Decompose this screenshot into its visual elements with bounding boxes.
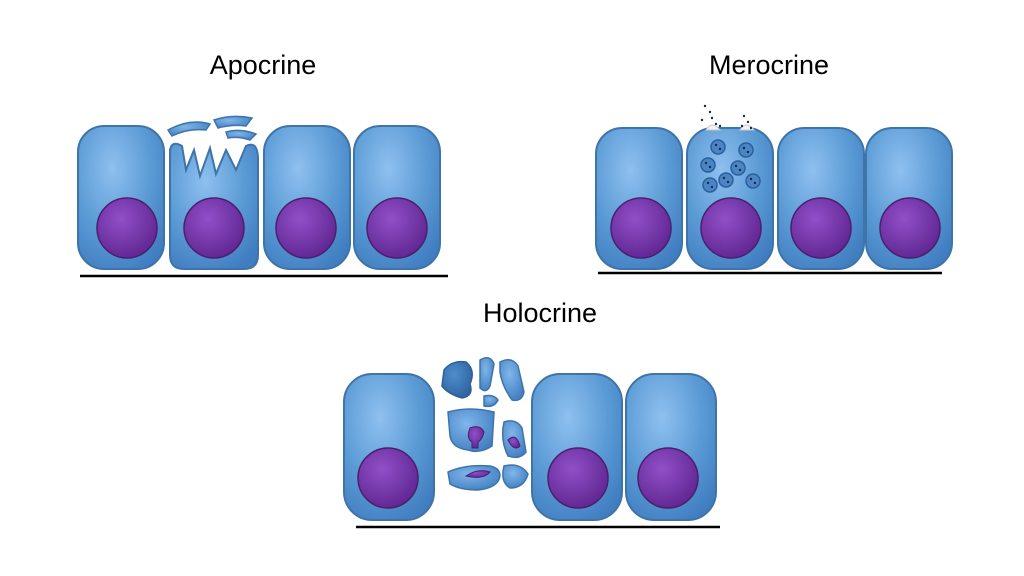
holocrine-nucleus-2 [547, 447, 609, 509]
holocrine-nucleus-3 [637, 447, 699, 509]
merocrine-nucleus-2 [700, 197, 762, 259]
holocrine-fragment-7 [447, 464, 501, 491]
holocrine-nucleus-1 [357, 447, 419, 509]
merocrine-exocytosis-1 [705, 124, 722, 131]
holocrine-nucleus-fragment-2 [507, 436, 521, 449]
apocrine-title: Apocrine [209, 50, 317, 80]
merocrine-vesicles [700, 139, 761, 193]
holocrine-fragment-8 [502, 464, 529, 489]
holocrine-title: Holocrine [482, 298, 598, 328]
holocrine-nucleus-fragment-1 [467, 426, 485, 449]
apocrine-nucleus-2 [183, 197, 245, 259]
merocrine-vesicle-dots [704, 143, 757, 189]
merocrine-nucleus-4 [879, 197, 941, 259]
holocrine-nucleus-fragment-3 [464, 470, 491, 478]
merocrine-title: Merocrine [708, 50, 830, 80]
apocrine-fragment-2 [212, 115, 254, 129]
apocrine-nucleus-4 [366, 197, 428, 259]
apocrine-nucleus-3 [275, 197, 337, 259]
apocrine-fragment-3 [225, 129, 258, 141]
merocrine-released-particles [700, 104, 753, 130]
apocrine-fragment-1 [166, 121, 212, 137]
holocrine-fragment-1 [441, 360, 473, 399]
apocrine-nucleus-1 [96, 197, 158, 259]
apocrine-group [77, 115, 448, 278]
holocrine-fragment-2 [479, 357, 495, 392]
holocrine-fragment-4 [483, 394, 499, 408]
merocrine-nucleus-3 [790, 197, 852, 259]
merocrine-nucleus-1 [610, 197, 672, 259]
merocrine-group [595, 104, 953, 275]
holocrine-group [343, 357, 720, 529]
holocrine-fragment-3 [499, 359, 525, 402]
